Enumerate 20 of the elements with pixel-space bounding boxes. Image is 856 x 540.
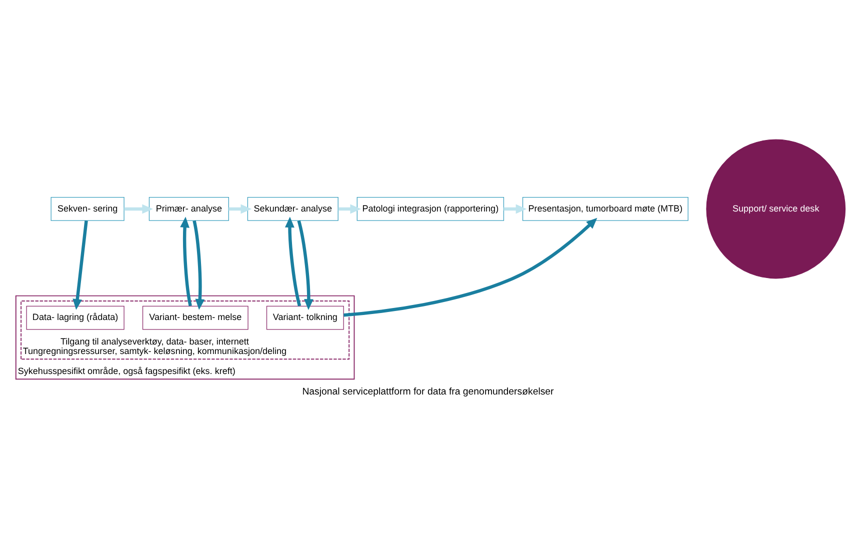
arrow [504, 204, 527, 214]
arrow [124, 204, 153, 214]
arrow [338, 204, 362, 214]
node-box: Sekundær- analyse [247, 197, 338, 221]
caption: Nasjonal serviceplattform for data fra genomundersøkelser [302, 386, 554, 398]
arrow [344, 218, 598, 317]
arrow [228, 204, 252, 214]
arrow [72, 220, 88, 310]
node-box: Presentasjon, tumorboard møte (MTB) [522, 197, 688, 221]
node-circle: Support/ service desk [706, 139, 846, 279]
arrow [180, 216, 192, 306]
arrow [192, 220, 205, 310]
node-box: Primær- analyse [148, 197, 229, 221]
node-box: Variant- tolkning [266, 306, 344, 330]
arrow [297, 220, 314, 310]
node-box: Patologi integrasjon (rapportering) [356, 197, 504, 221]
node-box: Sekven- sering [50, 197, 124, 221]
node-box: Variant- bestem- melse [142, 306, 248, 330]
arrow [284, 216, 302, 306]
node-box: Data- lagring (rådata) [26, 306, 124, 330]
